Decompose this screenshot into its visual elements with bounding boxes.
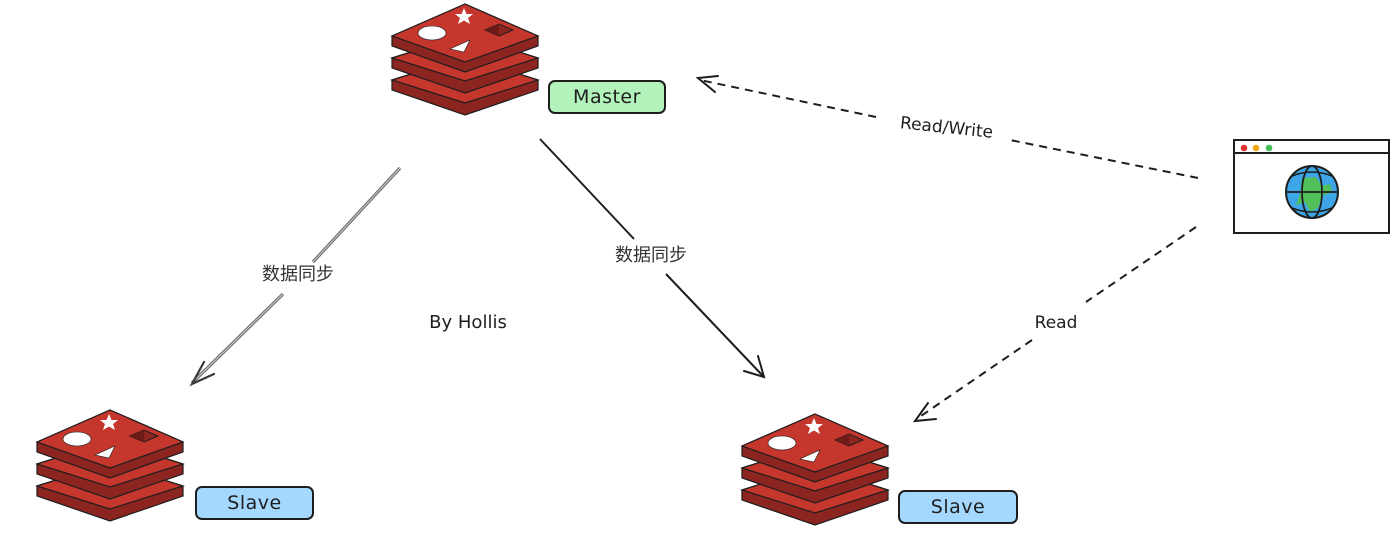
- read-arrow: [912, 226, 1197, 423]
- slave-left-label: Slave: [195, 486, 314, 520]
- window-close-dot: [1240, 144, 1248, 152]
- master-redis-icon: [391, 3, 539, 116]
- globe-icon: [1285, 165, 1339, 219]
- sync-left-label: 数据同步: [262, 264, 334, 285]
- slave-right-label: Slave: [898, 490, 1018, 524]
- window-maximize-dot: [1265, 144, 1273, 152]
- read-write-arrow: [695, 75, 1199, 179]
- slave-right-redis-icon: [741, 413, 889, 526]
- read-label: Read: [1035, 313, 1078, 333]
- master-label: Master: [548, 80, 666, 114]
- window-minimize-dot: [1252, 144, 1260, 152]
- slave-left-redis-icon: [36, 409, 184, 522]
- author-note: By Hollis: [429, 312, 507, 333]
- sync-right-arrow: [539, 138, 766, 379]
- sync-left-arrow: [189, 166, 402, 387]
- read-write-label: Read/Write: [899, 113, 994, 143]
- sync-right-label: 数据同步: [615, 245, 687, 266]
- client-browser-icon: [1233, 139, 1390, 234]
